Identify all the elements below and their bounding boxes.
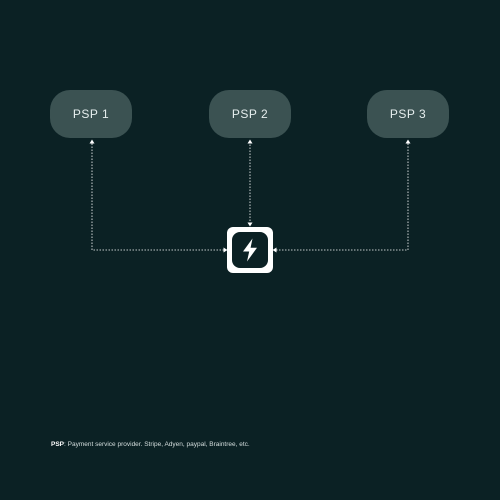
arrowhead-hub-left [223, 247, 228, 253]
connector-hub-psp-1 [91, 142, 227, 251]
arrowhead-psp-3 [405, 139, 411, 144]
connector-hub-psp-3 [273, 142, 409, 251]
psp-1-node: PSP 1 [50, 90, 132, 138]
arrowhead-psp-1 [89, 139, 95, 144]
arrowhead-hub-top [247, 222, 253, 227]
psp-2-node: PSP 2 [209, 90, 291, 138]
payment-hub [227, 227, 273, 273]
footnote: PSP: Payment service provider. Stripe, A… [51, 441, 250, 448]
lightning-bolt-icon [232, 232, 268, 268]
footnote-definition: : Payment service provider. Stripe, Adye… [64, 441, 250, 448]
arrowhead-hub-right [272, 247, 277, 253]
arrowhead-psp-2 [247, 139, 253, 144]
psp-3-node: PSP 3 [367, 90, 449, 138]
footnote-term: PSP [51, 441, 65, 448]
